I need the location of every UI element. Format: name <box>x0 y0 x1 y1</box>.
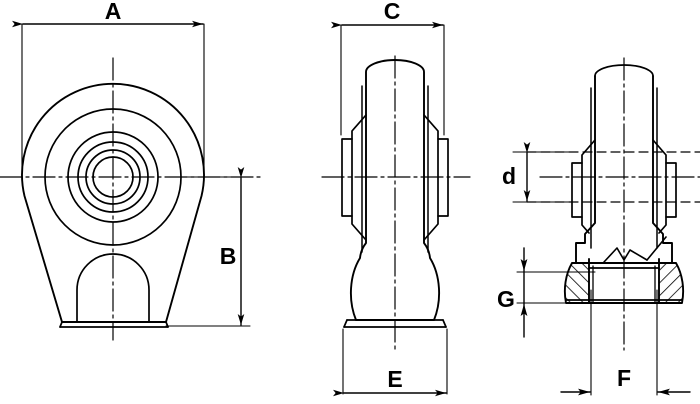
side-base-left-edge <box>343 319 348 328</box>
dimension-label-C: C <box>384 0 401 24</box>
dimension-label-F: F <box>617 365 631 391</box>
dimension-C <box>331 21 445 136</box>
dimension-label-A: A <box>105 0 122 24</box>
section-race-right <box>652 139 677 234</box>
dimension-A <box>12 20 205 173</box>
front-shank-slot <box>76 253 150 323</box>
section-race-left <box>571 139 596 234</box>
side-view <box>321 55 471 351</box>
dim-F-arrow-right <box>658 388 670 396</box>
front-view <box>0 57 263 341</box>
dimension-label-E: E <box>387 366 402 392</box>
side-body-outline <box>349 59 441 321</box>
section-hatch-left <box>564 263 589 303</box>
dimension-F <box>560 289 691 396</box>
front-base-edge-left <box>59 321 63 328</box>
section-hatch-right <box>659 263 684 303</box>
section-ball-outline <box>563 262 685 304</box>
dimension-d <box>512 142 577 203</box>
dimension-B <box>165 167 251 327</box>
dimension-E <box>333 328 448 397</box>
dimension-G <box>516 247 596 338</box>
dimension-label-G: G <box>497 286 515 312</box>
section-body-outline <box>575 75 673 264</box>
dim-G-arrow-bottom <box>520 304 528 316</box>
dimension-label-B: B <box>220 243 237 269</box>
section-break-symbol <box>603 247 648 263</box>
side-base-right-edge <box>442 319 447 328</box>
section-view <box>526 57 700 351</box>
dim-G-arrow-top <box>520 259 528 271</box>
dim-F-arrow-left <box>578 388 590 396</box>
dimension-label-d: d <box>502 163 516 189</box>
